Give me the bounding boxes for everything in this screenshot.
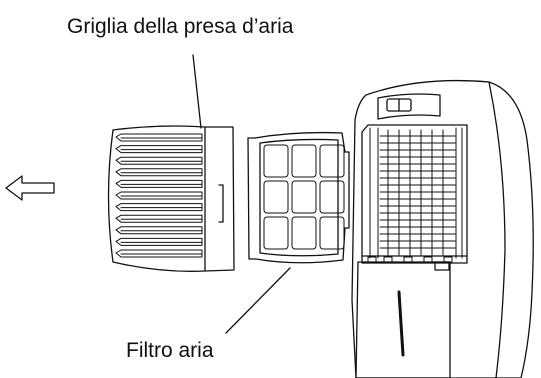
unit-clip — [403, 256, 413, 263]
diagram-detail-lines — [115, 127, 463, 263]
filter-cell — [291, 216, 317, 250]
filter-cell — [263, 216, 289, 250]
unit-clip — [443, 256, 453, 263]
filter-cell — [319, 144, 345, 178]
intake-grille — [107, 125, 235, 272]
air-conditioner-unit — [351, 79, 534, 378]
filter-cell — [291, 144, 317, 178]
unit-clip — [383, 256, 393, 263]
filter-cell — [291, 180, 317, 214]
intake-grille-label: Griglia della presa d’aria — [67, 15, 294, 38]
filter-cell — [263, 180, 289, 214]
unit-clip — [367, 256, 377, 263]
arrow-left-outline-icon — [5, 175, 55, 201]
filter-cell — [319, 180, 345, 214]
grille-leader-line — [192, 54, 202, 129]
filter-leader-line — [225, 267, 291, 334]
air-filter-label: Filtro aria — [126, 339, 214, 362]
air-filter — [247, 131, 350, 264]
unit-clip — [423, 256, 433, 263]
filter-cell — [319, 216, 345, 250]
filter-cell — [263, 144, 289, 178]
